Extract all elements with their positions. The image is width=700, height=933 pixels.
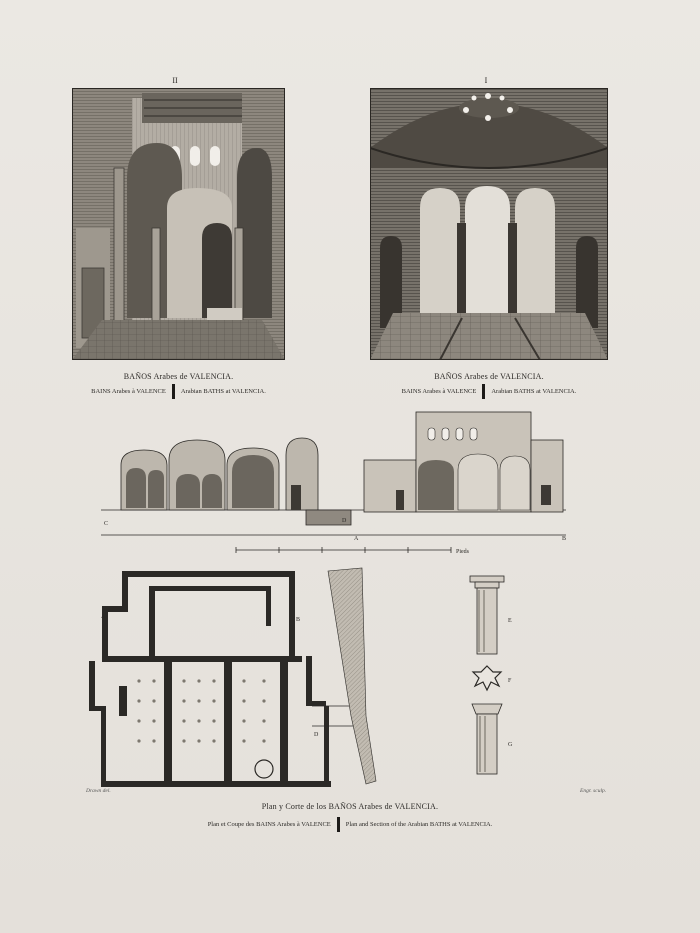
caption-left-title: BAÑOS Arabes de VALENCIA. — [123, 372, 234, 381]
caption-divider — [171, 384, 175, 399]
hatched-strip — [326, 566, 381, 786]
floor-plan: A B D — [84, 566, 384, 791]
plate-interior-left — [72, 88, 285, 360]
section-drawing: C A B D Pieds — [96, 410, 576, 560]
scale-unit: Pieds — [456, 549, 470, 555]
plate-number-left: II — [172, 76, 178, 85]
caption-right-en: Arabian BATHS at VALENCIA. — [491, 388, 577, 395]
caption-plan-en: Plan and Section of the Arabian BATHS at… — [345, 821, 493, 828]
caption-left-translations: BAINS Arabes à VALENCE Arabian BATHS at … — [72, 384, 285, 399]
section-label-b: B — [562, 536, 566, 542]
section-label-a: A — [354, 536, 359, 542]
caption-left-fr: BAINS Arabes à VALENCE — [91, 388, 166, 395]
section-label-c: C — [104, 521, 108, 527]
plate-number-right: I — [484, 76, 488, 85]
plate-interior-right — [370, 88, 608, 360]
caption-right-title: BAÑOS Arabes de VALENCIA. — [434, 372, 544, 381]
signature-draughtsman: Drawn del. — [86, 788, 111, 794]
plan-label-a: A — [101, 614, 106, 620]
caption-right-translations: BAINS Arabes à VALENCE Arabian BATHS at … — [370, 384, 608, 399]
caption-plan-translations: Plan et Coupe des BAINS Arabes à VALENCE… — [130, 817, 570, 832]
caption-left-en: Arabian BATHS at VALENCIA. — [180, 388, 266, 395]
section-label-d: D — [342, 518, 347, 524]
caption-divider — [336, 817, 340, 832]
detail-label-e: E — [508, 618, 512, 624]
column-details: E F G — [462, 574, 522, 779]
detail-label-g: G — [508, 742, 513, 748]
plan-label-d: D — [314, 732, 319, 738]
plan-label-b: B — [296, 617, 300, 623]
caption-divider — [482, 384, 486, 399]
detail-label-f: F — [508, 678, 512, 684]
signature-engraver: Engr. sculp. — [580, 788, 607, 794]
caption-plan-fr: Plan et Coupe des BAINS Arabes à VALENCE — [207, 821, 331, 828]
caption-right-fr: BAINS Arabes à VALENCE — [401, 388, 477, 395]
caption-plan-title: Plan y Corte de los BAÑOS Arabes de VALE… — [261, 802, 439, 811]
